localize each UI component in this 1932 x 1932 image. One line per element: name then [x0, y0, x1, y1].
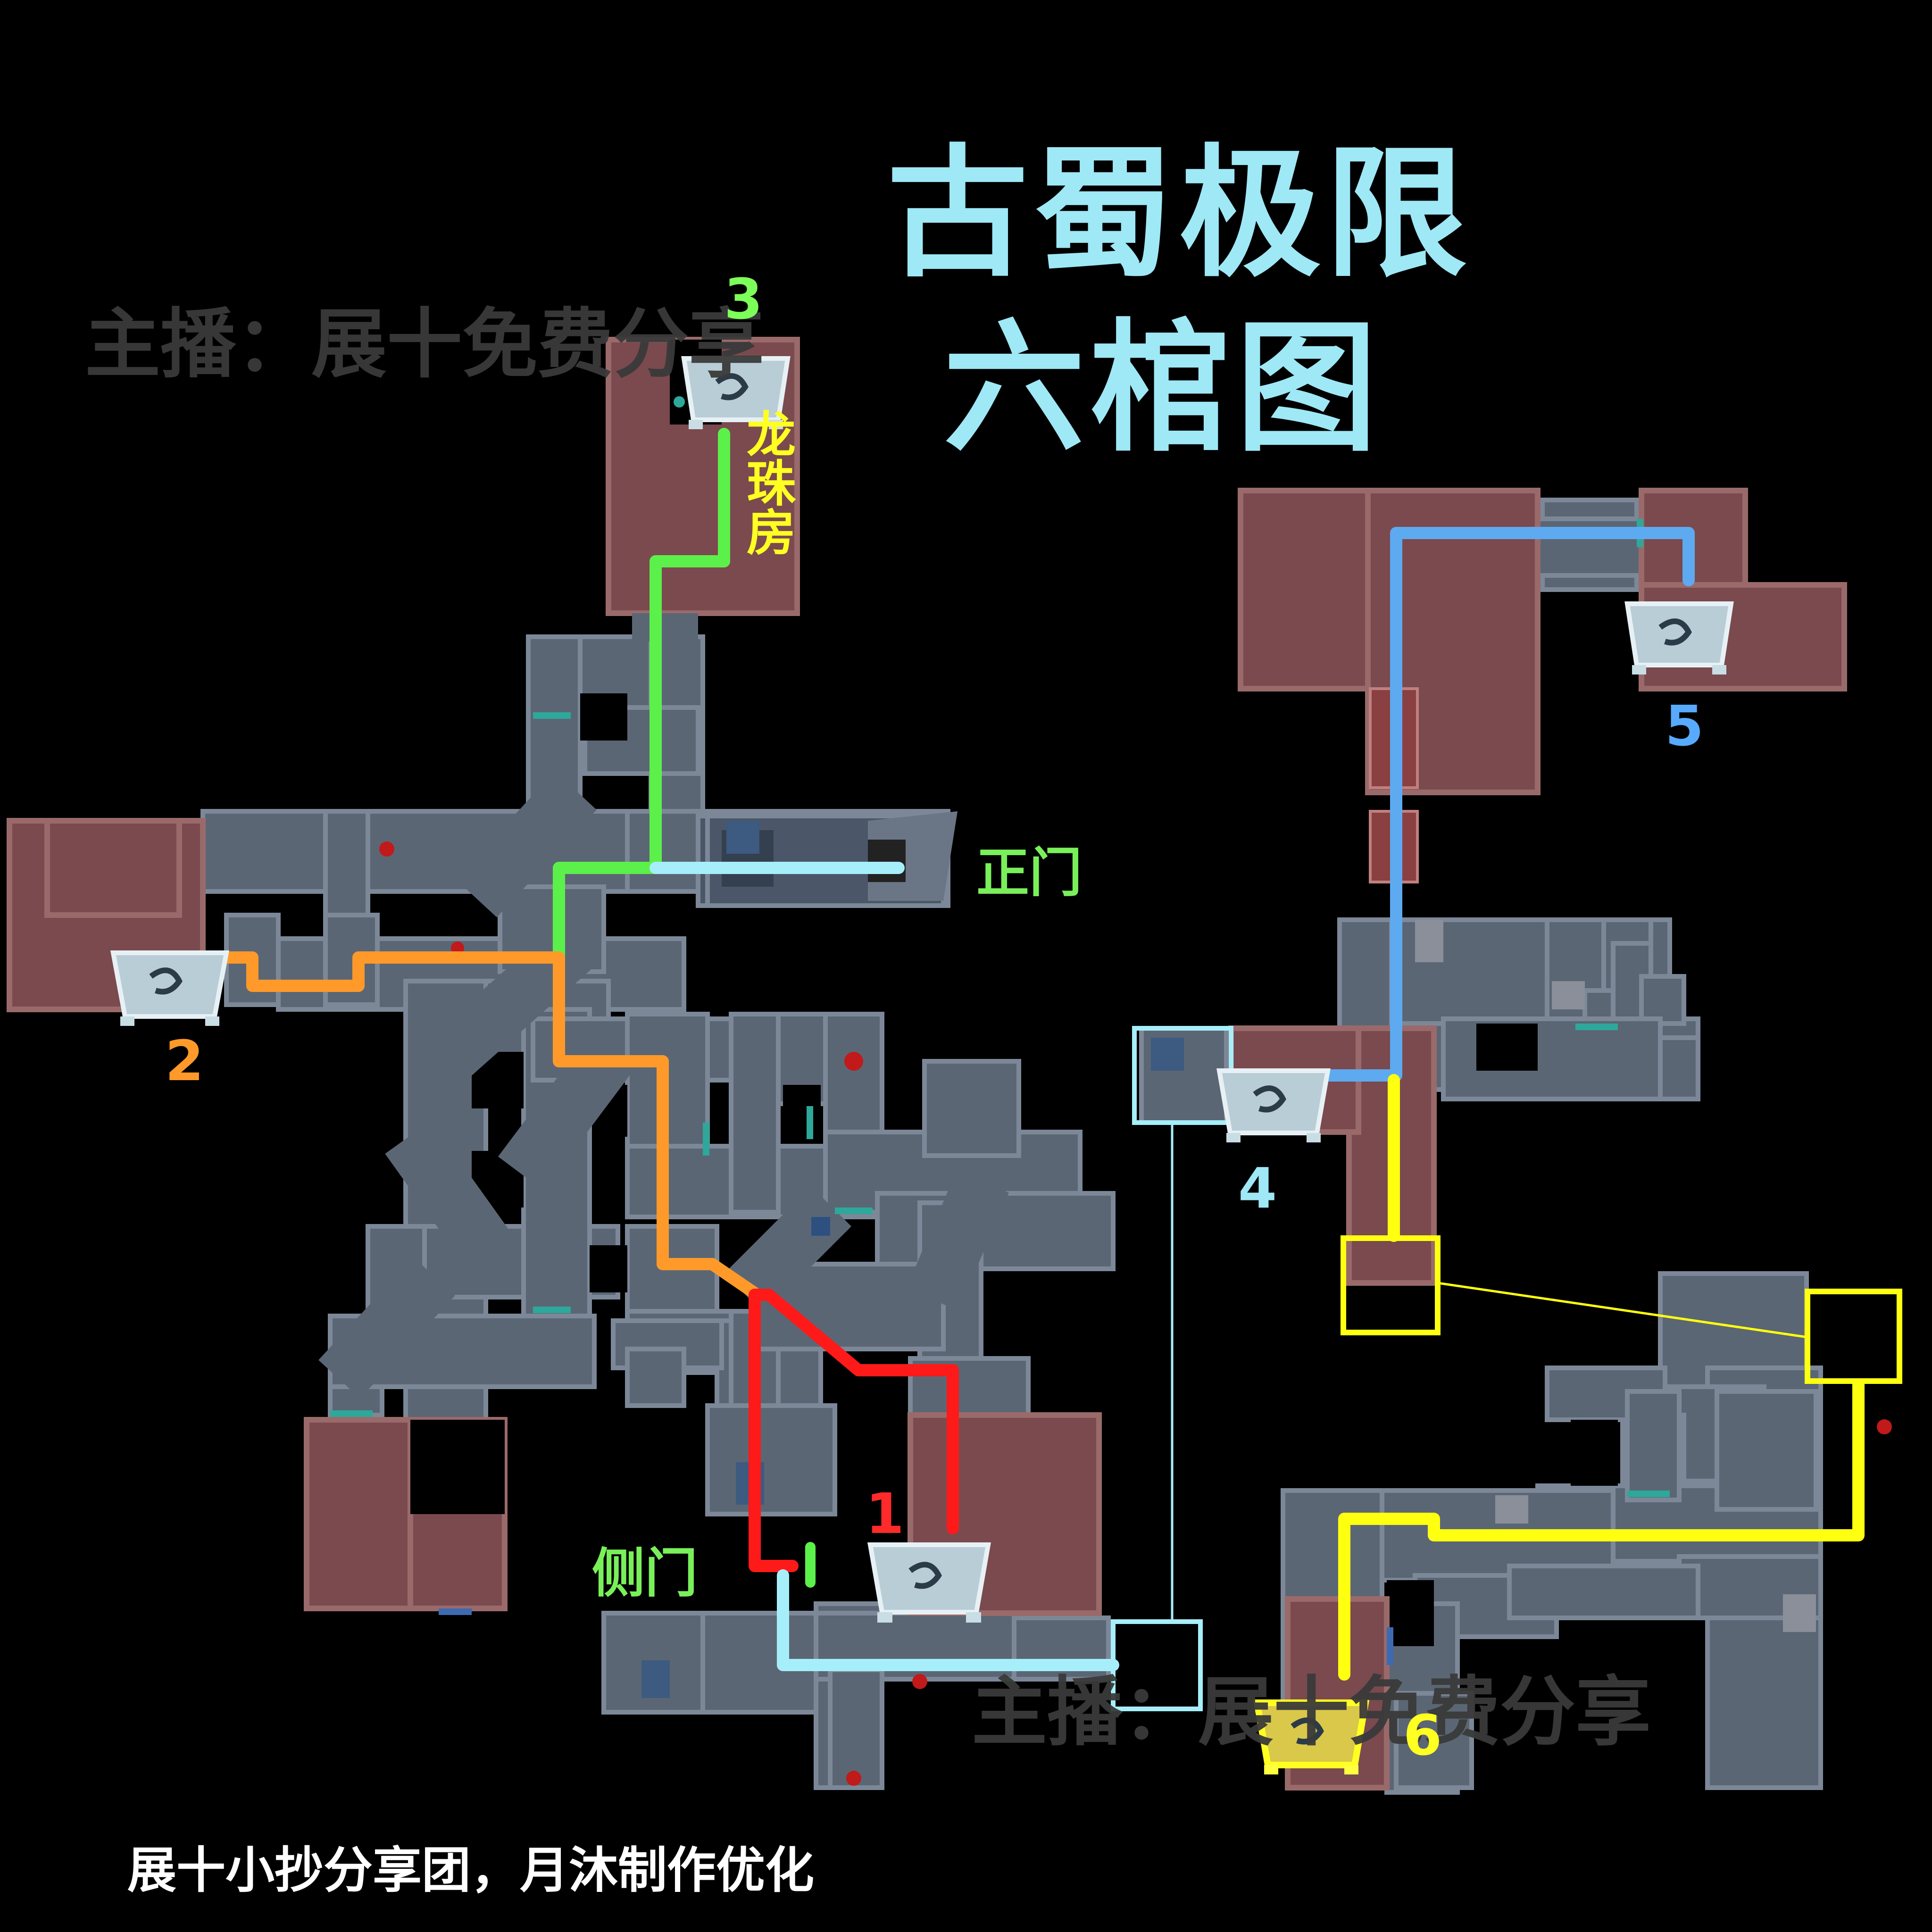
coffin-icons [110, 356, 1734, 1774]
map-subtitle: 六棺图 [943, 306, 1382, 471]
coffin-icon-3 [681, 356, 791, 429]
route-red [749, 1289, 799, 1572]
route-yellow-b [1338, 1378, 1865, 1681]
dragon-pearl-room-label: 龙 珠 房 [745, 410, 797, 558]
route-red-2 [763, 1289, 959, 1534]
corridor-north [632, 613, 698, 641]
route-blue [1390, 527, 1695, 926]
diagonal-corridors [318, 771, 1009, 1399]
side-gate-label: 侧门 [592, 1543, 698, 1604]
coffin-label-3: 3 [724, 266, 763, 332]
dragon-pearl-room-char-1: 龙 [746, 406, 796, 464]
map-title: 古蜀极限 [887, 132, 1472, 296]
route-cyan-side [777, 1569, 1119, 1671]
coffin-icon-6 [1253, 1699, 1370, 1774]
watermark-bottom: 主播：展十免费分享 [972, 1668, 1651, 1756]
coffin-label-5: 5 [1665, 693, 1704, 758]
coffin-icon-1 [867, 1542, 991, 1623]
dragon-pearl-room-char-2: 珠 [746, 455, 796, 513]
coffin-icon-2 [110, 950, 230, 1026]
coffin-label-4: 4 [1238, 1156, 1277, 1221]
coffin-icon-4 [1216, 1068, 1331, 1142]
coffin-label-1: 1 [866, 1481, 905, 1546]
main-gate-label: 正门 [976, 842, 1082, 904]
credit-text: 展十小抄分享团，月沐制作优化 [127, 1841, 815, 1899]
dragon-pearl-room-char-3: 房 [746, 504, 796, 562]
coffin-label-2: 2 [165, 1028, 204, 1093]
floor-right-voids [1387, 1024, 1618, 1646]
coffin-icon-5 [1624, 601, 1734, 675]
main-gate-block [705, 811, 958, 908]
route-orange [220, 951, 763, 1301]
route-green [553, 428, 730, 973]
door-markers [330, 396, 1892, 1786]
watermark-top: 主播：展十免费分享 [85, 300, 765, 388]
coffin-label-6: 6 [1403, 1703, 1442, 1768]
floor-voids [472, 693, 821, 1292]
routes [220, 428, 1865, 1681]
